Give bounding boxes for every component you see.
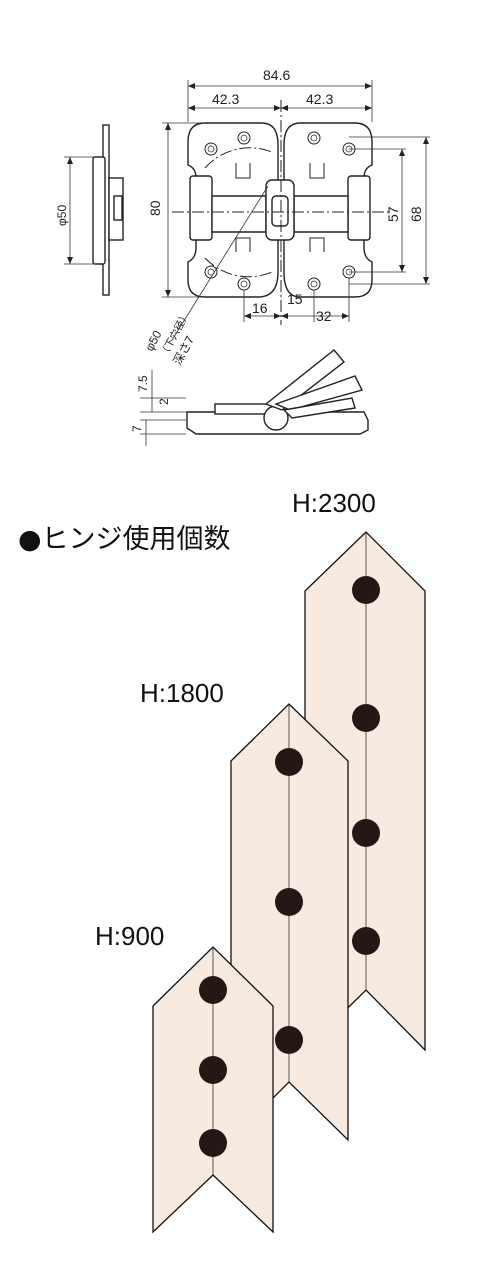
door-label-h900: H:900	[95, 921, 164, 951]
knuckle-pin	[271, 195, 289, 227]
profile-open-leaf-1	[264, 349, 346, 411]
bore-leader-line	[171, 185, 269, 341]
dim-side-diameter: φ50	[55, 205, 69, 226]
usage-title: ●ヒンジ使用個数	[18, 524, 231, 555]
side-cup-body	[92, 156, 106, 265]
right-arm	[293, 195, 349, 233]
adjustment-slots	[235, 163, 325, 252]
door-label-h1800: H:1800	[140, 678, 224, 708]
dim-profile-c: 7	[130, 425, 144, 432]
dim-offset-b: 15	[287, 291, 303, 307]
dim-overall-width: 84.6	[263, 67, 290, 83]
hinge-side-view	[64, 124, 124, 296]
door-label-h2300: H:2300	[292, 488, 376, 518]
hinge-dot	[352, 819, 380, 847]
door-h900	[152, 946, 274, 1234]
top-dimensions	[187, 80, 373, 122]
hinge-dot	[199, 1056, 227, 1084]
hinge-dot	[199, 1129, 227, 1157]
dim-inner-height: 57	[385, 206, 401, 222]
dim-profile-a: 7.5	[136, 375, 150, 392]
dim-half-right: 42.3	[306, 91, 333, 107]
dim-offset-a: 16	[252, 300, 268, 316]
hinge-dot	[275, 1026, 303, 1054]
right-cup-wall	[347, 175, 371, 241]
dim-offset-c: 32	[316, 308, 332, 324]
bore-arc-top	[204, 147, 273, 169]
bottom-dimensions	[243, 278, 350, 322]
left-arm	[211, 195, 267, 233]
dim-outer-height: 68	[408, 206, 424, 222]
profile-open-leaf-3	[282, 397, 356, 419]
hinge-dot	[352, 704, 380, 732]
side-knuckle	[113, 195, 123, 221]
profile-open-leaf-2	[274, 375, 364, 411]
hinge-dot	[275, 748, 303, 776]
hinge-dot	[352, 576, 380, 604]
dim-half-left: 42.3	[212, 91, 239, 107]
hinge-dot	[199, 976, 227, 1004]
hinge-dot	[352, 927, 380, 955]
bore-arc-bottom	[204, 257, 273, 278]
hinge-profile-view	[140, 349, 369, 446]
right-dimensions	[349, 136, 430, 285]
hinge-front-view	[172, 100, 392, 325]
height-dimension	[162, 122, 205, 298]
left-cup-wall	[189, 175, 213, 241]
hinge-dot	[275, 888, 303, 916]
dim-profile-b: 2	[157, 398, 171, 405]
dim-height: 80	[147, 200, 163, 216]
